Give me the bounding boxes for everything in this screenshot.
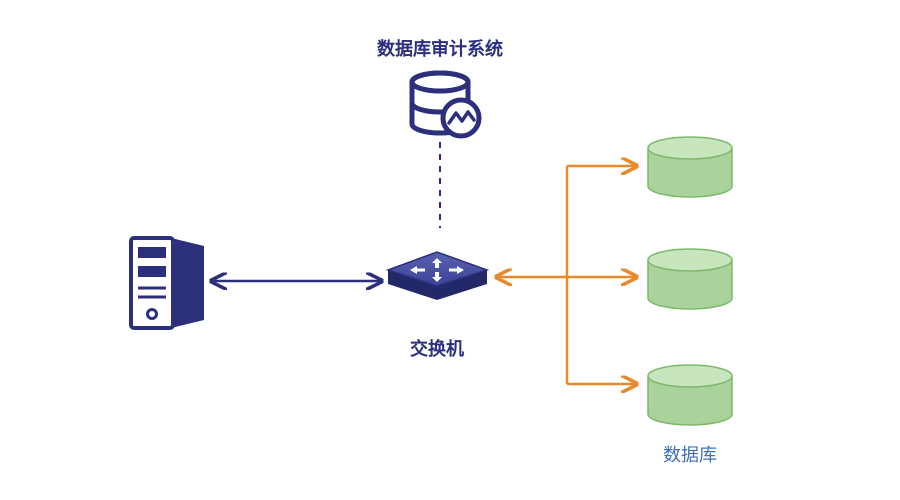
- server-tower-icon: [129, 236, 204, 330]
- database-audit-icon: [409, 70, 482, 139]
- switch-database-links: [498, 166, 635, 384]
- database-cylinder-icon: [647, 136, 733, 198]
- switch-label: 交换机: [410, 338, 464, 360]
- database-cylinder-icon: [647, 248, 733, 310]
- databases-label: 数据库: [663, 445, 717, 466]
- network-switch-icon: [385, 251, 490, 300]
- database-cylinder-icon: [647, 364, 733, 426]
- audit-system-label: 数据库审计系统: [377, 38, 503, 60]
